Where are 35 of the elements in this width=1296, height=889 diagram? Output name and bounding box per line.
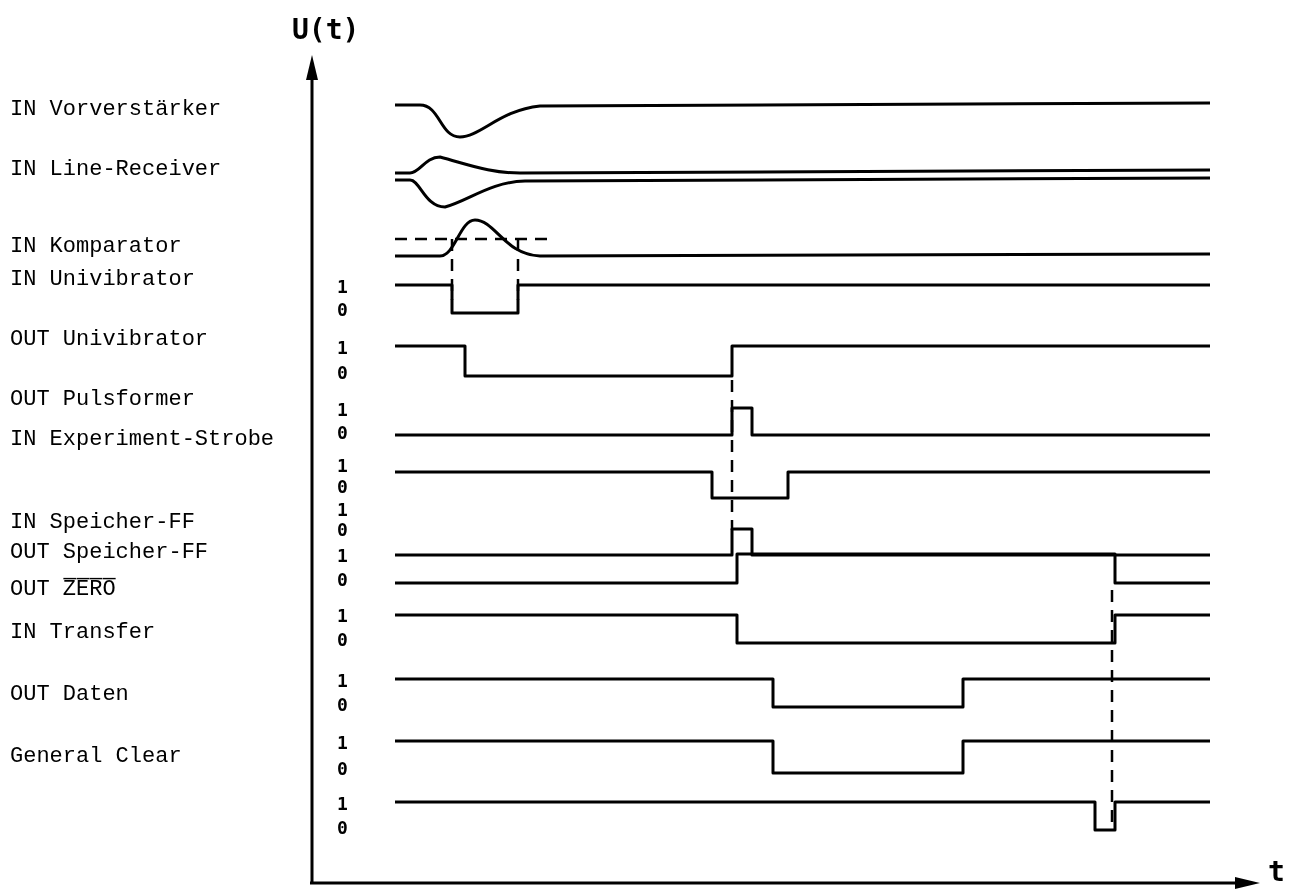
- signal-name: General Clear: [10, 746, 182, 768]
- signal-name: OUT Z̅E̅R̅O̅: [10, 579, 116, 601]
- logic-level-label: 0: [337, 571, 348, 589]
- logic-level-label: 1: [337, 734, 348, 752]
- logic-level-label: 0: [337, 424, 348, 442]
- logic-level-label: 0: [337, 301, 348, 319]
- signal-name: OUT Univibrator: [10, 329, 209, 351]
- logic-level-label: 0: [337, 819, 348, 837]
- logic-level-label: 1: [337, 672, 348, 690]
- signal-name: OUT Daten: [10, 684, 129, 706]
- logic-level-label: 0: [337, 364, 348, 382]
- logic-level-label: 1: [337, 547, 348, 565]
- signal-name: IN Speicher-FF: [10, 512, 195, 534]
- logic-level-label: 1: [337, 457, 348, 475]
- logic-level-label: 0: [337, 521, 348, 539]
- signal-name: OUT Pulsformer: [10, 389, 195, 411]
- logic-level-label: 0: [337, 760, 348, 778]
- logic-level-label: 1: [337, 501, 348, 519]
- signal-name: IN Univibrator: [10, 269, 195, 291]
- logic-level-label: 0: [337, 696, 348, 714]
- logic-level-label: 1: [337, 339, 348, 357]
- logic-level-label: 0: [337, 478, 348, 496]
- signal-name: IN Komparator: [10, 236, 182, 258]
- signal-name: IN Vorverstärker: [10, 99, 222, 121]
- signal-name: IN Experiment-Strobe: [10, 429, 275, 451]
- logic-level-label: 0: [337, 631, 348, 649]
- logic-level-label: 1: [337, 401, 348, 419]
- signal-name: IN Line-Receiver: [10, 159, 222, 181]
- logic-level-label: 1: [337, 795, 348, 813]
- signal-name: IN Transfer: [10, 622, 156, 644]
- axis-label: t: [1268, 858, 1285, 886]
- axis-label: U(t): [292, 16, 360, 44]
- logic-level-label: 1: [337, 607, 348, 625]
- logic-level-label: 1: [337, 278, 348, 296]
- signal-name: OUT Speicher-FF: [10, 542, 209, 564]
